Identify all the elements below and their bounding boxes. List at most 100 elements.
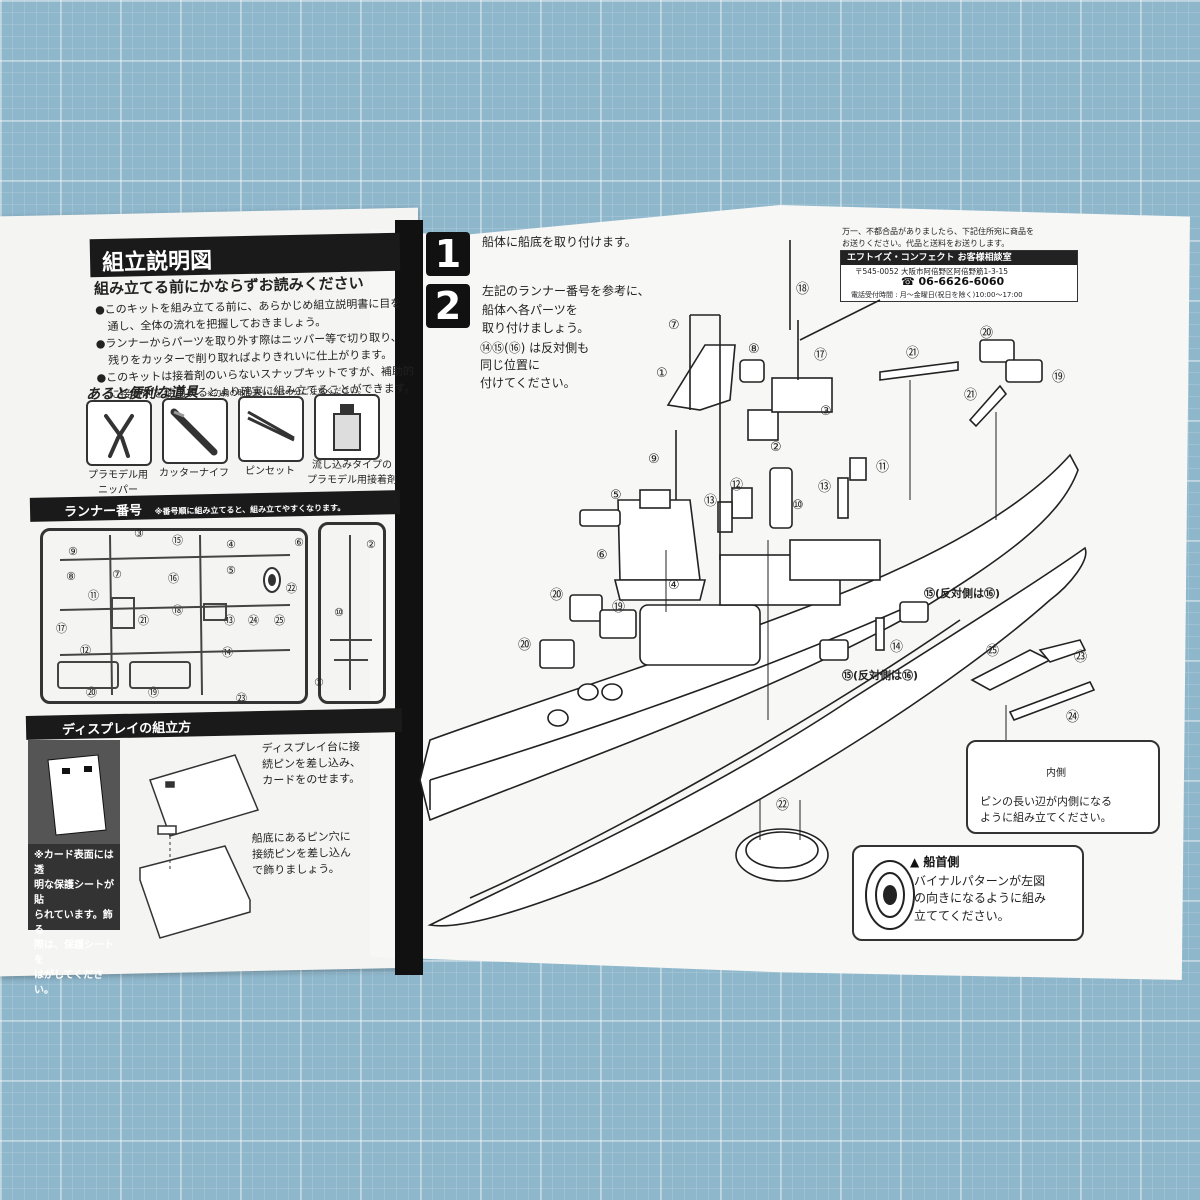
- bow-side-box: ▲ 船首側 バイナルパターンが左図 の向きになるように組み 立ててください。: [852, 845, 1084, 941]
- part-label: ②: [770, 440, 782, 455]
- part-label: ⑥: [596, 548, 608, 563]
- part-label: ⑳: [980, 326, 994, 341]
- step-2-note: ⑭⑮(⑯) は反対側も 同じ位置に 付けてください。: [480, 340, 589, 392]
- side-label-lower: ⑮(反対側は⑯): [842, 669, 919, 682]
- cutter-knife-icon: [162, 398, 228, 464]
- contact-title: エフトイズ・コンフェクト お客様相談室: [841, 251, 1077, 265]
- cement-bottle-icon: [314, 394, 380, 460]
- step-2-note-line: 同じ位置に: [480, 358, 541, 373]
- part-label: ⑲: [1052, 370, 1066, 385]
- part-label: ㉓: [1074, 650, 1088, 665]
- runner-frame-main: [40, 528, 308, 704]
- contact-intro-line: 万一、不都合品がありましたら、下記住所宛に商品を: [842, 227, 1034, 236]
- warn-line: 明な保護シートが貼: [34, 880, 114, 906]
- part-label: ⑳: [550, 588, 564, 603]
- runner-label: ⑱: [172, 604, 183, 617]
- part-label: ㉑: [906, 346, 920, 361]
- side-label-upper: ⑮(反対側は⑯): [924, 587, 1001, 600]
- runner-frame-small: [318, 522, 386, 704]
- step-1-number: 1: [426, 232, 470, 276]
- runner-label: ⑤: [226, 564, 236, 577]
- tweezers-icon: [238, 396, 304, 462]
- runner-label: ㉔: [248, 614, 259, 627]
- bow-text-line: 立ててください。: [914, 908, 1010, 923]
- part-label: ⑲: [612, 600, 626, 615]
- warn-line: 際は、保護シートを: [34, 940, 114, 966]
- runner-label: ⑩: [334, 606, 344, 619]
- part-label: ⑦: [668, 318, 680, 333]
- warn-line: られています。飾る: [34, 910, 113, 936]
- tool-label-nipper: プラモデル用 ニッパー: [88, 470, 148, 496]
- part-label: ⑫: [730, 478, 744, 493]
- pin-inner-label: 内側: [1046, 768, 1066, 779]
- tool-label-cement: 流し込みタイプの プラモデル用接着剤: [307, 460, 397, 486]
- part-label: ⑬: [818, 480, 832, 495]
- runner-label: ③: [134, 527, 144, 540]
- runner-label: ⑮: [172, 534, 183, 547]
- arrow-up-icon: ▲: [910, 855, 920, 869]
- warn-line: ※カード表面には透: [34, 850, 114, 876]
- runner-label: ㉒: [286, 582, 297, 595]
- contact-intro-line: お送りください。代品と送料をお送りします。: [842, 239, 1010, 248]
- part-label: ⑰: [814, 348, 828, 363]
- protective-sheet-warning: ※カード表面には透 明な保護シートが貼 られています。飾る 際は、保護シートを …: [28, 740, 120, 996]
- part-label: ⑭: [890, 640, 904, 655]
- card-illustration: [28, 740, 120, 844]
- runner-label: ⑰: [56, 622, 67, 635]
- part-label: ⑱: [796, 282, 810, 297]
- pin-text-line: ように組み立てください。: [980, 810, 1112, 824]
- bow-text-line: バイナルパターンが左図: [914, 874, 1046, 888]
- step-2-text: 左記のランナー番号を参考に、 船体へ各パーツを 取り付けましょう。: [482, 282, 650, 338]
- part-label: ⑤: [610, 488, 622, 503]
- step-1-text: 船体に船底を取り付けます。: [482, 235, 637, 249]
- tool-label-cutter: カッターナイフ: [159, 468, 229, 479]
- step-2-line: 左記のランナー番号を参考に、: [482, 284, 650, 298]
- runner-label: ㉕: [274, 614, 285, 627]
- pin-text: ピンの長い辺が内側になる ように組み立てください。: [980, 794, 1112, 826]
- runner-label: ⑭: [222, 646, 233, 659]
- runner-label: ⑪: [88, 589, 99, 602]
- runner-label: ㉓: [236, 692, 247, 705]
- runner-label: ⑧: [66, 570, 76, 583]
- pin-text-line: ピンの長い辺が内側になる: [980, 795, 1112, 808]
- runner-label: ⑲: [148, 686, 159, 699]
- tool-label-tweezers: ピンセット: [245, 466, 295, 477]
- runner-label: ⑦: [112, 568, 122, 581]
- page-edge-bar: [395, 220, 423, 975]
- vinyl-pattern-icon: [865, 860, 915, 930]
- part-label: ⑨: [648, 452, 660, 467]
- nipper-tool-icon: [86, 400, 152, 466]
- contact-hours: 電話受付時間 : 月～金曜日(祝日を除く)10:00～17:00: [851, 291, 1023, 299]
- runner-label: ②: [366, 538, 376, 551]
- part-label: ㉔: [1066, 710, 1080, 725]
- bow-text-line: の向きになるように組み: [914, 891, 1047, 906]
- part-label: ⑩: [792, 498, 804, 513]
- part-label: ④: [668, 578, 680, 593]
- pin-orientation-box: 内側 ピンの長い辺が内側になる ように組み立てください。: [966, 740, 1160, 834]
- part-label: ⑧: [748, 342, 760, 357]
- part-label: ⑬: [704, 494, 718, 509]
- runner-label: ⑬: [224, 614, 235, 627]
- bow-title: ▲ 船首側: [910, 853, 959, 870]
- step-2-line: 船体へ各パーツを: [482, 302, 578, 317]
- contact-phone: ☎ 06-6626-6060: [901, 275, 1005, 288]
- runner-label: ④: [226, 538, 236, 551]
- runner-label: ⑫: [80, 644, 91, 657]
- step-2-line: 取り付けましょう。: [482, 321, 590, 336]
- runner-label: ⑳: [86, 686, 97, 699]
- part-label: ⑪: [876, 460, 890, 475]
- part-label: ㉑: [964, 388, 978, 403]
- runner-label: ⑨: [68, 545, 78, 558]
- bow-text: バイナルパターンが左図 の向きになるように組み 立ててください。: [914, 873, 1046, 925]
- contact-address: 〒545-0052 大阪市阿倍野区阿倍野筋1-3-15: [855, 267, 1008, 276]
- bow-title-text: 船首側: [923, 855, 960, 869]
- step-2-note-line: 付けてください。: [480, 375, 576, 390]
- runner-label: ⑥: [294, 536, 304, 549]
- contact-intro: 万一、不都合品がありましたら、下記住所宛に商品を お送りください。代品と送料をお…: [842, 226, 1034, 250]
- contact-box: エフトイズ・コンフェクト お客様相談室 〒545-0052 大阪市阿倍野区阿倍野…: [840, 250, 1078, 302]
- part-label: ①: [656, 366, 668, 381]
- runner-label: ①: [314, 676, 324, 689]
